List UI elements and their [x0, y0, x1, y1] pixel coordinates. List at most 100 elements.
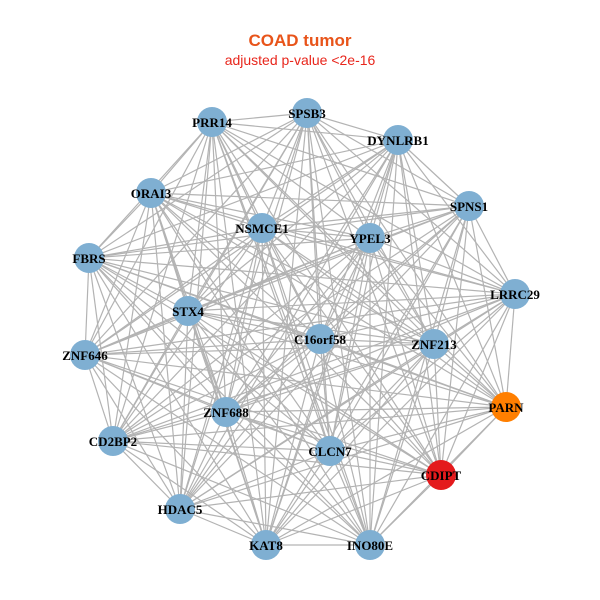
edge-ZNF646-HDAC5: [84, 354, 181, 510]
edge-ZNF646-CD2BP2: [84, 354, 114, 442]
edge-NSMCE1-HDAC5: [179, 227, 263, 510]
edge-NSMCE1-ZNF646: [84, 227, 263, 356]
node-label: CDIPT: [421, 468, 462, 483]
edge-NSMCE1-YPEL3: [261, 227, 371, 239]
node-LRRC29[interactable]: LRRC29: [490, 279, 540, 309]
edge-NSMCE1-PARN: [261, 227, 507, 408]
node-INO80E[interactable]: INO80E: [347, 530, 393, 560]
node-circle[interactable]: [491, 392, 521, 422]
edge-STX4-ZNF688: [187, 310, 227, 413]
node-CLCN7[interactable]: CLCN7: [308, 436, 352, 466]
node-circle[interactable]: [247, 213, 277, 243]
node-circle[interactable]: [292, 98, 322, 128]
edge-NSMCE1-C16orf58: [261, 227, 321, 340]
node-CD2BP2[interactable]: CD2BP2: [89, 426, 137, 456]
edge-DYNLRB1-SPNS1: [397, 139, 470, 207]
edge-SPNS1-NSMCE1: [261, 205, 470, 229]
node-SPSB3[interactable]: SPSB3: [288, 98, 326, 128]
edge-YPEL3-CDIPT: [369, 237, 442, 476]
node-label: ZNF213: [411, 337, 457, 352]
edge-C16orf58-CD2BP2: [112, 338, 321, 442]
edge-CD2BP2-HDAC5: [112, 440, 181, 510]
node-circle[interactable]: [454, 191, 484, 221]
node-ZNF688[interactable]: ZNF688: [203, 397, 249, 427]
edge-YPEL3-C16orf58: [319, 237, 371, 340]
node-circle[interactable]: [419, 329, 449, 359]
node-CDIPT[interactable]: CDIPT: [421, 460, 462, 490]
edge-ZNF688-CD2BP2: [112, 411, 227, 442]
edge-ORAI3-SPNS1: [150, 192, 470, 207]
node-circle[interactable]: [136, 178, 166, 208]
node-circle[interactable]: [355, 530, 385, 560]
edge-FBRS-STX4: [88, 257, 189, 312]
node-label: PRR14: [192, 115, 232, 130]
edge-CLCN7-HDAC5: [179, 450, 331, 510]
node-NSMCE1[interactable]: NSMCE1: [235, 213, 289, 243]
node-circle[interactable]: [305, 324, 335, 354]
node-label: STX4: [172, 304, 204, 319]
edge-NSMCE1-CLCN7: [261, 227, 331, 452]
edge-YPEL3-CLCN7: [329, 237, 371, 452]
node-circle[interactable]: [355, 223, 385, 253]
edge-ZNF213-INO80E: [369, 343, 435, 546]
edge-PRR14-ZNF646: [84, 121, 213, 356]
node-ZNF213[interactable]: ZNF213: [411, 329, 457, 359]
node-label: INO80E: [347, 538, 393, 553]
edge-STX4-C16orf58: [187, 310, 321, 340]
node-circle[interactable]: [74, 243, 104, 273]
node-FBRS[interactable]: FBRS: [72, 243, 106, 273]
edge-DYNLRB1-YPEL3: [369, 139, 399, 239]
node-YPEL3[interactable]: YPEL3: [349, 223, 391, 253]
node-circle[interactable]: [211, 397, 241, 427]
edge-SPNS1-ZNF646: [84, 205, 470, 356]
node-label: LRRC29: [490, 287, 540, 302]
edge-CLCN7-INO80E: [329, 450, 371, 546]
node-circle[interactable]: [70, 340, 100, 370]
edge-NSMCE1-ZNF688: [225, 227, 263, 413]
node-ZNF646[interactable]: ZNF646: [62, 340, 108, 370]
node-PRR14[interactable]: PRR14: [192, 107, 232, 137]
node-C16orf58[interactable]: C16orf58: [294, 324, 346, 354]
edge-SPSB3-ORAI3: [150, 112, 308, 194]
node-label: KAT8: [249, 538, 283, 553]
node-circle[interactable]: [197, 107, 227, 137]
edge-FBRS-KAT8: [88, 257, 267, 546]
node-circle[interactable]: [315, 436, 345, 466]
node-ORAI3[interactable]: ORAI3: [131, 178, 172, 208]
edge-PRR14-ZNF213: [211, 121, 435, 345]
node-circle[interactable]: [500, 279, 530, 309]
node-label: HDAC5: [158, 502, 203, 517]
edge-ORAI3-INO80E: [150, 192, 371, 546]
node-circle[interactable]: [173, 296, 203, 326]
edge-PRR14-CLCN7: [211, 121, 331, 452]
node-HDAC5[interactable]: HDAC5: [158, 494, 203, 524]
node-circle[interactable]: [165, 494, 195, 524]
node-circle[interactable]: [383, 125, 413, 155]
node-label: CLCN7: [308, 444, 352, 459]
edge-CD2BP2-CLCN7: [112, 440, 331, 452]
node-DYNLRB1[interactable]: DYNLRB1: [367, 125, 429, 155]
edge-SPSB3-FBRS: [88, 112, 308, 259]
edge-PRR14-SPSB3: [211, 112, 308, 123]
node-SPNS1[interactable]: SPNS1: [450, 191, 488, 221]
edge-ORAI3-LRRC29: [150, 192, 516, 295]
edge-YPEL3-LRRC29: [369, 237, 516, 295]
edge-ZNF213-CLCN7: [329, 343, 435, 452]
node-circle[interactable]: [98, 426, 128, 456]
node-KAT8[interactable]: KAT8: [249, 530, 283, 560]
node-PARN[interactable]: PARN: [488, 392, 524, 422]
edge-LRRC29-PARN: [505, 293, 516, 408]
edge-STX4-CLCN7: [187, 310, 331, 452]
node-label: NSMCE1: [235, 221, 288, 236]
edge-CD2BP2-INO80E: [112, 440, 371, 546]
node-circle[interactable]: [426, 460, 456, 490]
edge-C16orf58-CDIPT: [319, 338, 442, 476]
edge-ORAI3-PARN: [150, 192, 507, 408]
node-label: C16orf58: [294, 332, 346, 347]
node-STX4[interactable]: STX4: [172, 296, 204, 326]
node-circle[interactable]: [251, 530, 281, 560]
edge-PRR14-LRRC29: [211, 121, 516, 295]
edge-C16orf58-HDAC5: [179, 338, 321, 510]
